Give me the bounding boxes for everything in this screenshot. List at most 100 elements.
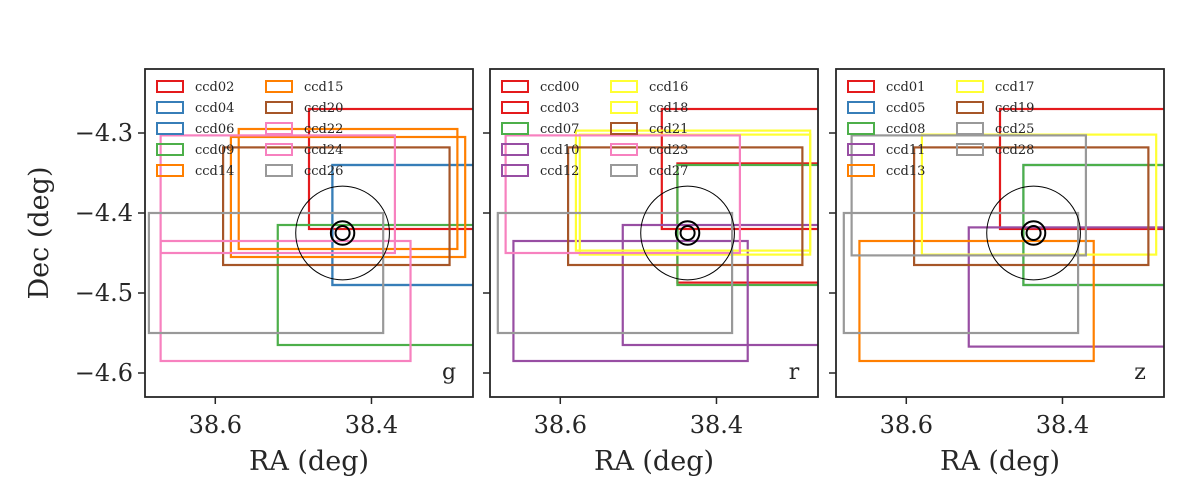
- legend-entry: ccd09: [195, 143, 234, 158]
- legend-swatch: [956, 122, 984, 135]
- legend-swatch: [156, 80, 184, 93]
- plot-area: [147, 107, 473, 363]
- legend-entry: ccd27: [649, 164, 688, 179]
- legend-swatch: [610, 164, 638, 177]
- ccd-rect-ccd00: [660, 107, 818, 231]
- legend-entry: ccd07: [540, 122, 579, 137]
- x-axis-label: RA (deg): [594, 446, 714, 477]
- legend-entry: ccd01: [886, 80, 925, 95]
- legend: ccd01ccd05ccd08ccd11ccd13ccd17ccd19ccd25…: [847, 80, 1034, 179]
- legend-swatch: [956, 80, 984, 93]
- band-label: z: [1134, 360, 1146, 385]
- legend-swatch: [156, 101, 184, 114]
- ccd-rect-ccd20: [221, 146, 451, 267]
- ccd-rect-ccd21: [566, 146, 804, 267]
- ccd-rect-ccd15: [229, 135, 467, 259]
- legend-entry: ccd18: [649, 101, 688, 116]
- legend-swatch: [847, 80, 875, 93]
- legend-swatch: [501, 101, 529, 114]
- x-tick-label: 38.4: [1036, 411, 1089, 439]
- legend-entry: ccd06: [195, 122, 234, 137]
- ccd-rect-ccd18: [578, 133, 812, 256]
- legend-entry: ccd22: [304, 122, 343, 137]
- y-tick-label: −4.4: [75, 199, 133, 227]
- target-circle-1: [986, 185, 1081, 281]
- ccd-rect-ccd14: [237, 127, 459, 251]
- legend-swatch: [847, 164, 875, 177]
- axes-frame: [835, 68, 1165, 398]
- ccd-rect-ccd11: [967, 226, 1164, 348]
- legend-entry: ccd05: [886, 101, 925, 116]
- ccd-rect-ccd12: [621, 223, 818, 347]
- y-tick-label: −4.6: [75, 359, 133, 387]
- plot-area: [496, 107, 818, 363]
- legend-entry: ccd00: [540, 80, 579, 95]
- legend-swatch: [610, 80, 638, 93]
- legend: ccd00ccd03ccd07ccd10ccd12ccd16ccd18ccd21…: [501, 80, 688, 179]
- legend-swatch: [156, 164, 184, 177]
- legend-swatch: [265, 101, 293, 114]
- legend-swatch: [501, 143, 529, 156]
- legend-swatch: [265, 164, 293, 177]
- legend-swatch: [847, 122, 875, 135]
- target-circle-3: [679, 224, 696, 242]
- ccd-rect-ccd19: [912, 146, 1150, 267]
- legend-entry: ccd13: [886, 164, 925, 179]
- legend-entry: ccd25: [995, 122, 1034, 137]
- y-axis-label: Dec (deg): [24, 167, 55, 300]
- x-tick-label: 38.6: [880, 411, 933, 439]
- target-circle-1: [295, 185, 390, 281]
- ccd-rect-ccd09: [276, 223, 473, 347]
- x-tick-label: 38.6: [189, 411, 242, 439]
- x-axis-label: RA (deg): [940, 446, 1060, 477]
- legend-swatch: [847, 143, 875, 156]
- legend-entry: ccd24: [304, 143, 343, 158]
- plot-area: [842, 107, 1164, 363]
- ccd-rect-ccd25: [842, 211, 1080, 335]
- ccd-rect-ccd24: [159, 134, 397, 255]
- legend-swatch: [610, 101, 638, 114]
- legend-entry: ccd26: [304, 164, 343, 179]
- legend-entry: ccd28: [995, 143, 1034, 158]
- legend-swatch: [156, 122, 184, 135]
- target-circle-3: [334, 224, 351, 242]
- band-label: g: [442, 360, 456, 385]
- legend-entry: ccd21: [649, 122, 688, 137]
- ccd-rect-ccd27: [496, 211, 734, 335]
- legend-entry: ccd15: [304, 80, 343, 95]
- target-circle-2: [674, 220, 701, 246]
- target-circle-2: [329, 220, 356, 246]
- legend-entry: ccd03: [540, 101, 579, 116]
- x-tick-label: 38.6: [534, 411, 587, 439]
- axes-frame: [489, 68, 819, 398]
- target-circle-1: [640, 185, 735, 281]
- ccd-rect-ccd13: [858, 239, 1095, 363]
- x-axis-label: RA (deg): [249, 446, 369, 477]
- ccd-rect-ccd22: [159, 239, 412, 363]
- legend-entry: ccd16: [649, 80, 688, 95]
- legend-swatch: [265, 80, 293, 93]
- legend-swatch: [501, 122, 529, 135]
- ccd-rect-ccd10: [512, 239, 749, 363]
- x-tick-label: 38.4: [345, 411, 398, 439]
- legend: ccd02ccd04ccd06ccd09ccd14ccd15ccd20ccd22…: [156, 80, 343, 179]
- target-circle-3: [1025, 224, 1042, 242]
- band-label: r: [789, 360, 800, 385]
- ccd-rect-ccd26: [147, 211, 385, 335]
- legend-swatch: [847, 101, 875, 114]
- legend-swatch: [610, 122, 638, 135]
- legend-entry: ccd08: [886, 122, 925, 137]
- legend-entry: ccd17: [995, 80, 1034, 95]
- ccd-rect-ccd28: [850, 134, 1088, 257]
- axes-frame: [144, 68, 474, 398]
- ccd-rect-ccd08: [1022, 163, 1164, 287]
- ccd-rect-ccd05: [1022, 163, 1164, 287]
- legend-swatch: [156, 143, 184, 156]
- legend-entry: ccd10: [540, 143, 579, 158]
- legend-swatch: [610, 143, 638, 156]
